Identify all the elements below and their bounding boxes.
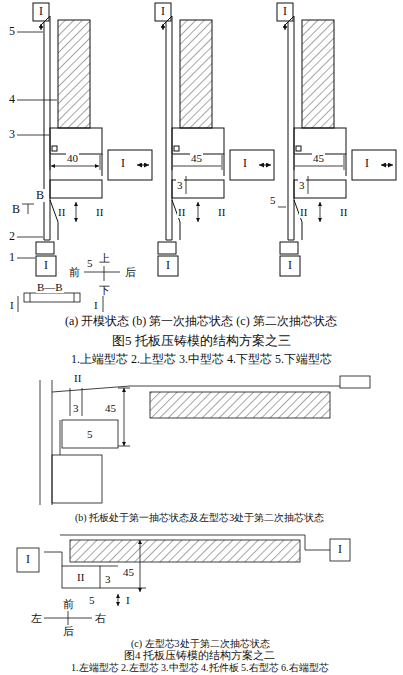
part-list: 1.左端型芯 2.左型芯 3.中型芯 4.托件板 5.右型芯 6.右端型芯 bbox=[70, 662, 330, 673]
callout-label: II bbox=[299, 206, 308, 218]
callout-label: I bbox=[43, 259, 49, 272]
part-list: 1.上端型芯 2.上型芯 3.中型芯 4.下型芯 5.下端型芯 bbox=[70, 353, 333, 366]
callout-label: 45 bbox=[122, 566, 135, 578]
callout-label: I bbox=[120, 157, 126, 170]
callout-label: 左 bbox=[30, 612, 43, 624]
callout-label: 下 bbox=[98, 284, 111, 296]
callout-label: II bbox=[95, 206, 104, 218]
callout-label: II bbox=[73, 372, 82, 384]
callout-label: 5 bbox=[86, 257, 94, 269]
callout-label: II bbox=[57, 206, 66, 218]
callout-label: 3 bbox=[8, 128, 16, 141]
callout-label: 45 bbox=[104, 402, 117, 414]
callout-label: B bbox=[35, 189, 45, 202]
figure-title: 图4 托板压铸模的结构方案之二 bbox=[123, 649, 276, 661]
callout-label: 后 bbox=[124, 266, 137, 278]
callout-label: 5 bbox=[88, 594, 96, 606]
callout-label: I bbox=[93, 299, 99, 311]
callout-label: 3 bbox=[176, 179, 184, 191]
callout-label: 40 bbox=[66, 152, 79, 164]
callout-label: I bbox=[337, 543, 343, 556]
caption: (c) 左型芯3处于第二次抽芯状态 bbox=[130, 638, 271, 649]
callout-label: 前 bbox=[62, 598, 75, 610]
callout-label: I bbox=[242, 157, 248, 170]
callout-label: 3 bbox=[104, 573, 112, 585]
callout-label: I bbox=[364, 157, 370, 170]
callout-label: 右 bbox=[94, 612, 107, 624]
callout-label: B bbox=[11, 203, 21, 216]
figure-title: 图5 托板压铸模的结构方案之三 bbox=[111, 334, 292, 348]
caption: (b) 托板处于第一抽芯状态及左型芯3处于第二次抽芯状态 bbox=[74, 512, 325, 523]
callout-label: 5 bbox=[86, 428, 94, 440]
callout-label: 2 bbox=[8, 230, 16, 243]
callout-label: 45 bbox=[190, 152, 203, 164]
callout-label: 1 bbox=[8, 251, 16, 264]
callout-label: I bbox=[38, 5, 44, 18]
callout-label: 4 bbox=[8, 93, 16, 106]
callout-label: I bbox=[287, 259, 293, 272]
callout-label: 3 bbox=[298, 179, 306, 191]
callout-label: 5 bbox=[8, 25, 16, 38]
callout-label: II bbox=[76, 571, 85, 583]
callout-label: 3 bbox=[72, 402, 80, 414]
callout-label: B—B bbox=[36, 281, 64, 293]
callout-label: II bbox=[217, 206, 226, 218]
callout-label: II bbox=[177, 206, 186, 218]
callout-label: 上 bbox=[98, 252, 111, 264]
callout-label: 5 bbox=[269, 194, 277, 206]
callout-label: I bbox=[160, 5, 166, 18]
callout-label: 后 bbox=[62, 625, 75, 637]
callout-label: 45 bbox=[312, 152, 325, 164]
callout-label: I bbox=[125, 594, 131, 606]
callout-label: I bbox=[9, 299, 15, 311]
callout-label: II bbox=[339, 206, 348, 218]
callout-label: 前 bbox=[68, 266, 81, 278]
callout-label: I bbox=[282, 5, 288, 18]
callout-label: I bbox=[165, 259, 171, 272]
caption: (a) 开模状态 (b) 第一次抽芯状态 (c) 第二次抽芯状态 bbox=[64, 315, 338, 328]
callout-label: I bbox=[25, 553, 31, 566]
